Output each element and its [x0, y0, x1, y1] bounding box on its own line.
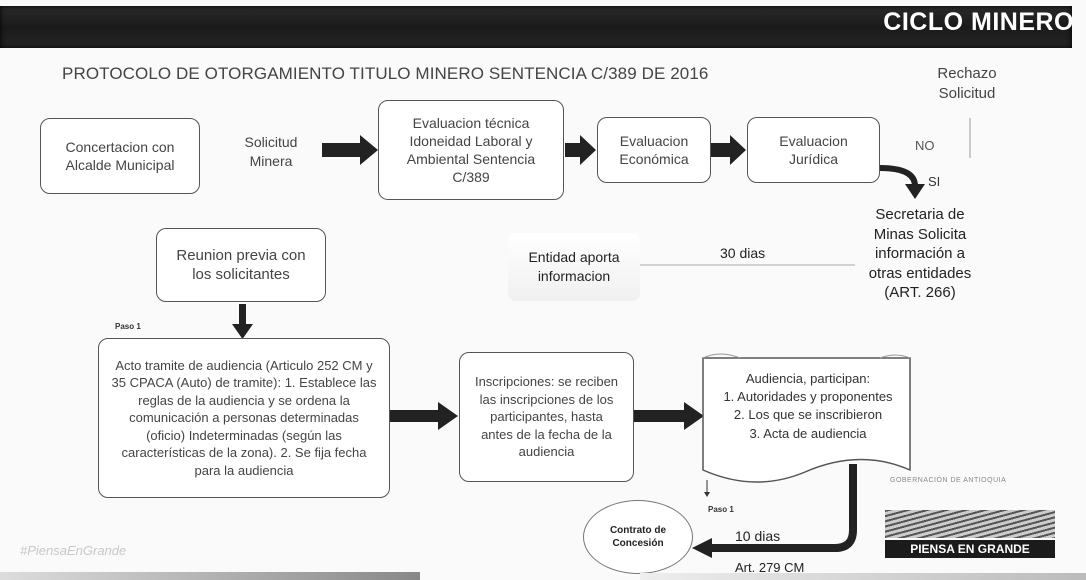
acto-node: Acto tramite de audiencia (Articulo 252 … — [98, 338, 390, 498]
art279-label: Art. 279 CM — [735, 560, 805, 575]
bottom-bar-left — [0, 572, 420, 580]
rechazo-node: Rechazo Solicitud — [930, 64, 1004, 105]
arrow-to-inscripciones — [390, 402, 458, 430]
gobernacion-label: GOBERNACIÓN DE ANTIOQUIA — [890, 477, 1007, 484]
reunion-label: Reunion previa con los solicitantes — [176, 246, 306, 284]
acto-label: Acto tramite de audiencia (Articulo 252 … — [111, 357, 377, 478]
eval-tecnica-node: Evaluacion técnica Idoneidad Laboral y A… — [378, 100, 564, 200]
entidad-label: Entidad aporta informacion — [528, 249, 620, 284]
arrow-juridica-secretaria — [879, 165, 918, 187]
inscripciones-label: Inscripciones: se reciben las inscripcio… — [474, 374, 619, 460]
arrow-to-eval-tecnica — [322, 135, 378, 165]
eval-tecnica-label: Evaluacion técnica Idoneidad Laboral y A… — [406, 114, 536, 186]
hashtag-watermark: #PiensaEnGrande — [20, 543, 127, 558]
solicitud-node: Solicitud Minera — [236, 133, 306, 171]
inscripciones-node: Inscripciones: se reciben las inscripcio… — [459, 352, 634, 482]
paso1-label-a: Paso 1 — [115, 322, 141, 331]
arrow-audiencia-contrato — [710, 464, 857, 552]
secretaria-label: Secretaria de Minas Solicita información… — [868, 206, 972, 301]
piensa-logo: PIENSA EN GRANDE — [885, 540, 1055, 558]
bottom-bar-right — [640, 573, 1086, 580]
audiencia-item: 3. Acta de audiencia — [749, 425, 867, 441]
audiencia-title: Audiencia, participan: — [745, 371, 871, 386]
solicitud-label: Solicitud Minera — [244, 134, 298, 169]
arrow-to-eval-juridica — [711, 135, 746, 165]
audiencia-document-shape — [702, 357, 911, 483]
eval-juridica-node: Evaluacion Jurídica — [747, 117, 880, 183]
paso1-label-b: Paso 1 — [708, 505, 734, 514]
reunion-node: Reunion previa con los solicitantes — [156, 228, 326, 302]
rechazo-label: Rechazo Solicitud — [937, 65, 997, 103]
arrow-reunion-acto — [239, 304, 246, 326]
audiencia-node: Audiencia, participan: 1. Autoridades y … — [708, 370, 908, 443]
contrato-node: Contrato de Concesión — [583, 500, 693, 574]
si-label: SI — [928, 174, 941, 189]
secretaria-node: Secretaria de Minas Solicita información… — [860, 205, 980, 303]
audiencia-item: 2. Los que se inscribieron — [733, 407, 883, 423]
audiencia-item: 1. Autoridades y proponentes — [723, 389, 893, 405]
diagram-title: PROTOCOLO DE OTORGAMIENTO TITULO MINERO … — [62, 64, 709, 83]
dias10-label: 10 dias — [735, 528, 781, 544]
contrato-label: Contrato de Concesión — [609, 524, 667, 550]
concertacion-node: Concertacion con Alcalde Municipal — [40, 118, 200, 194]
eval-juridica-label: Evaluacion Jurídica — [779, 132, 848, 167]
header-title: CICLO MINERO — [883, 8, 1074, 36]
eval-economica-node: Evaluacion Económica — [597, 117, 711, 183]
dias30-label: 30 dias — [720, 245, 766, 261]
header-banner — [0, 6, 1072, 48]
arrow-to-audiencia — [634, 402, 704, 430]
logo-stripes — [885, 510, 1055, 538]
arrow-to-eval-economica — [565, 135, 596, 165]
concertacion-label: Concertacion con Alcalde Municipal — [65, 138, 175, 173]
entidad-node: Entidad aporta informacion — [508, 233, 640, 301]
eval-economica-label: Evaluacion Económica — [619, 132, 689, 167]
no-label: NO — [915, 138, 935, 153]
